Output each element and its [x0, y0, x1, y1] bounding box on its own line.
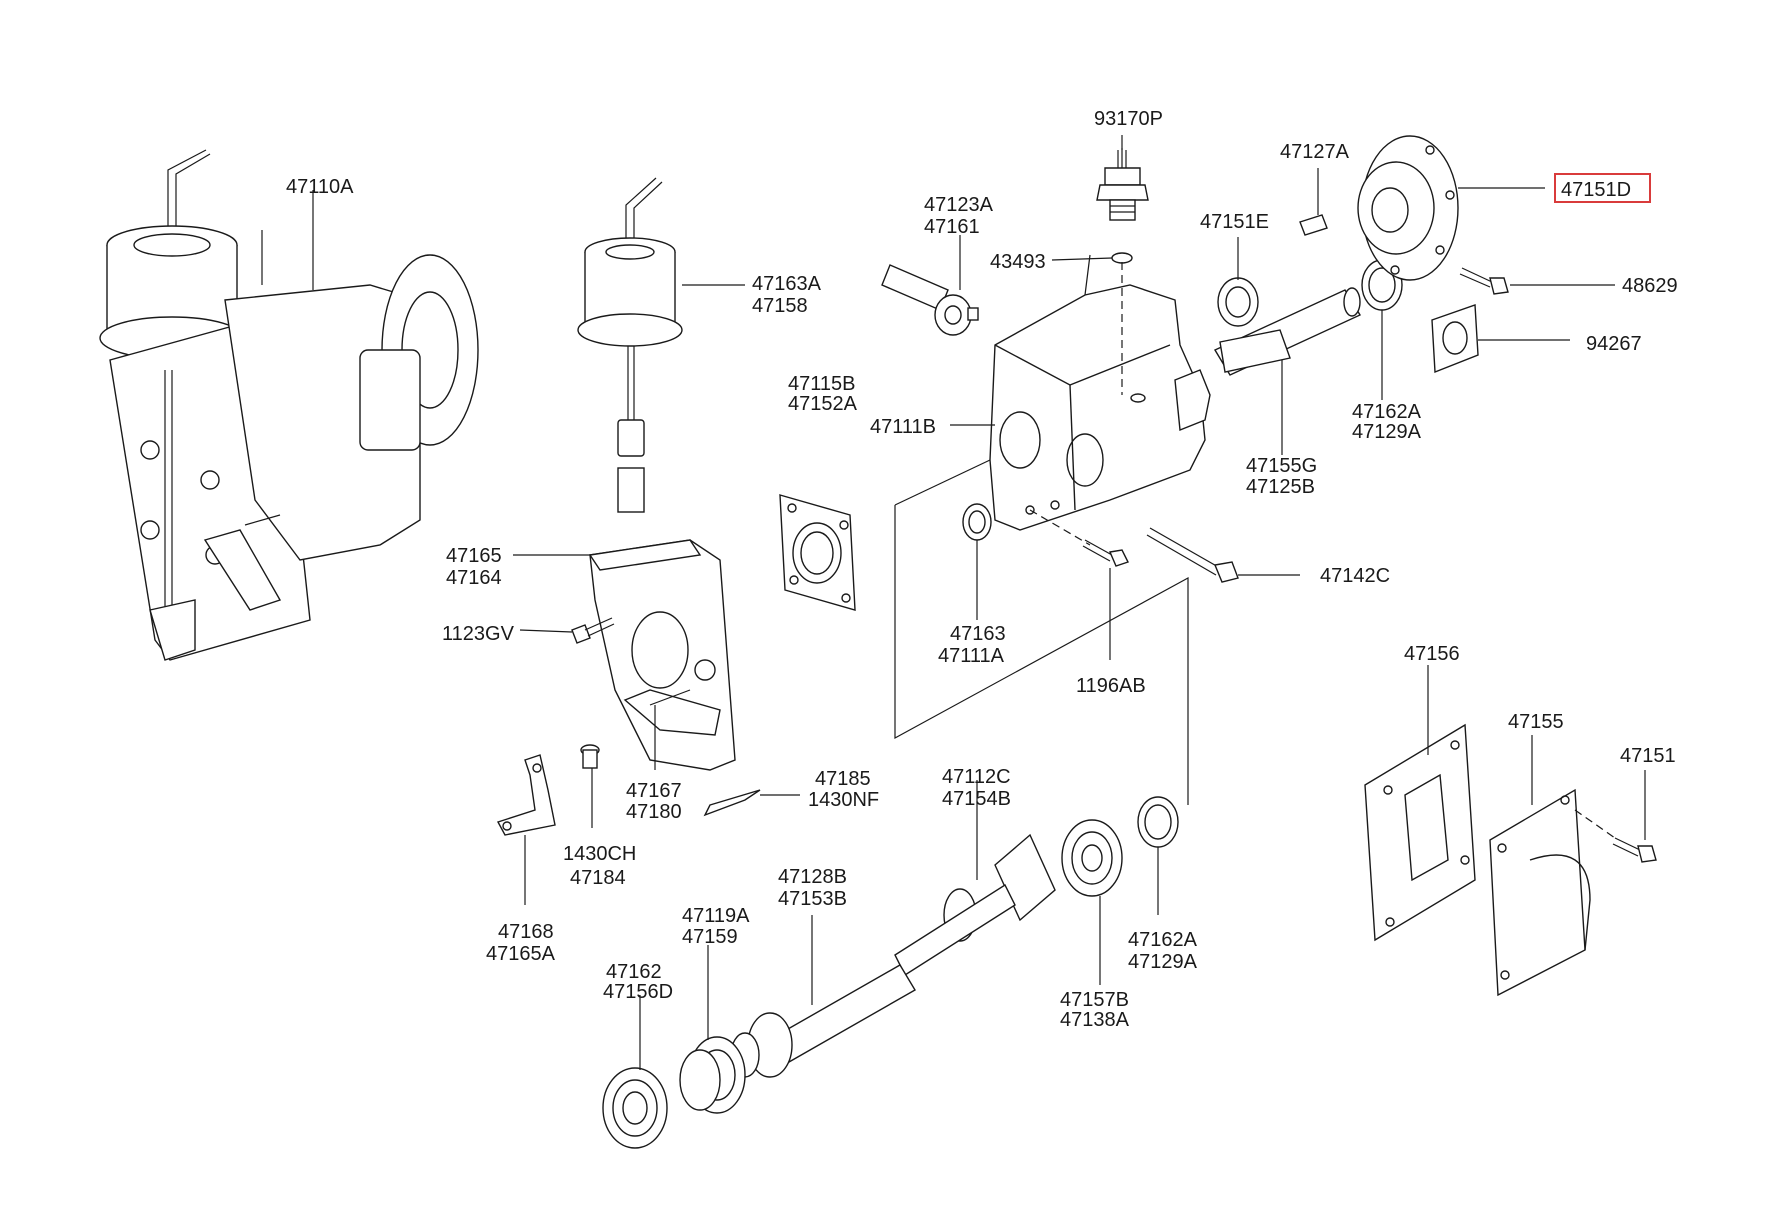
label-47161[interactable]: 47161 [924, 216, 980, 238]
label-47163A[interactable]: 47163A [752, 273, 822, 295]
label-48629[interactable]: 48629 [1622, 275, 1678, 297]
link-47168[interactable] [496, 754, 556, 836]
gasket-47156[interactable] [1364, 723, 1476, 942]
pin-1430CH[interactable] [580, 744, 600, 769]
label-47155G[interactable]: 47155G [1246, 455, 1317, 477]
label-47127A[interactable]: 47127A [1280, 141, 1350, 163]
gear-shaft-47112C[interactable] [894, 833, 1056, 977]
seal-47162A-bottom[interactable] [1137, 796, 1179, 848]
label-93170P[interactable]: 93170P [1094, 108, 1163, 130]
leader-lines [312, 135, 1646, 1070]
label-47167[interactable]: 47167 [626, 780, 682, 802]
label-1196AB[interactable]: 1196AB [1076, 675, 1146, 697]
label-43493[interactable]: 43493 [990, 251, 1046, 273]
label-47184[interactable]: 47184 [570, 867, 626, 889]
bracket-47165[interactable] [588, 539, 736, 771]
label-47119A[interactable]: 47119A [682, 905, 750, 927]
bearing-47157B[interactable] [1061, 819, 1123, 897]
alignment-lines [894, 262, 1616, 839]
highlight-box-47151D [1554, 173, 1651, 203]
actuator-assembly-47110A[interactable] [99, 149, 479, 661]
label-47153B[interactable]: 47153B [778, 888, 847, 910]
washer-43493[interactable] [1111, 252, 1133, 264]
input-shaft-47128B[interactable] [730, 964, 916, 1078]
label-47111B[interactable]: 47111B [870, 416, 936, 438]
part-labels: 47110A 47163A 47158 47123A 47161 93170P … [286, 108, 1678, 1031]
label-47142C[interactable]: 47142C [1320, 565, 1390, 587]
label-47151D[interactable]: 47151D [1561, 179, 1631, 201]
vacuum-actuator-47163A[interactable] [577, 177, 745, 513]
label-1430CH[interactable]: 1430CH [563, 843, 636, 865]
label-47163[interactable]: 47163 [950, 623, 1006, 645]
synchro-ring-47119A[interactable] [679, 1036, 746, 1114]
label-47164[interactable]: 47164 [446, 567, 502, 589]
label-47156[interactable]: 47156 [1404, 643, 1460, 665]
bolt-1123GV[interactable] [571, 617, 615, 644]
label-47165[interactable]: 47165 [446, 545, 502, 567]
cover-47155[interactable] [1489, 788, 1591, 997]
switch-93170P[interactable] [1096, 148, 1149, 221]
bolt-47151[interactable] [1612, 837, 1657, 863]
label-47180[interactable]: 47180 [626, 801, 682, 823]
bolt-48629[interactable] [1459, 267, 1509, 295]
label-47168[interactable]: 47168 [498, 921, 554, 943]
label-47151E[interactable]: 47151E [1200, 211, 1269, 233]
gasket-47115B[interactable] [779, 494, 856, 611]
bolt-1196AB[interactable] [1082, 539, 1129, 567]
label-47128B[interactable]: 47128B [778, 866, 847, 888]
label-47125B[interactable]: 47125B [1246, 476, 1315, 498]
label-47115B[interactable]: 47115B [788, 373, 855, 395]
housing-47111B[interactable] [989, 254, 1211, 531]
label-47165A[interactable]: 47165A [486, 943, 556, 965]
label-47162A-bottom[interactable]: 47162A [1128, 929, 1198, 951]
label-47110A[interactable]: 47110A [286, 176, 354, 198]
label-1430NF[interactable]: 1430NF [808, 789, 879, 811]
label-47157B[interactable]: 47157B [1060, 989, 1129, 1011]
label-47185[interactable]: 47185 [815, 768, 871, 790]
clip-1430NF[interactable] [703, 789, 761, 817]
label-47138A[interactable]: 47138A [1060, 1009, 1130, 1031]
label-47158[interactable]: 47158 [752, 295, 808, 317]
label-47162A-top[interactable]: 47162A [1352, 401, 1422, 423]
bearing-47162[interactable] [602, 1067, 668, 1149]
seal-47163[interactable] [962, 503, 992, 541]
label-47129A-bottom[interactable]: 47129A [1128, 951, 1198, 973]
lever-47123A[interactable] [881, 264, 979, 336]
seal-47151E[interactable] [1217, 277, 1259, 327]
label-47151[interactable]: 47151 [1620, 745, 1676, 767]
key-47127A[interactable] [1299, 214, 1328, 236]
label-47129A-top[interactable]: 47129A [1352, 421, 1422, 443]
bolt-47142C[interactable] [1146, 527, 1239, 583]
label-47156D[interactable]: 47156D [603, 981, 673, 1003]
label-47123A[interactable]: 47123A [924, 194, 994, 216]
label-94267[interactable]: 94267 [1586, 333, 1642, 355]
label-47112C[interactable]: 47112C [942, 766, 1011, 788]
label-47152A[interactable]: 47152A [788, 393, 858, 415]
label-47111A[interactable]: 47111A [938, 645, 1005, 667]
label-1123GV[interactable]: 1123GV [442, 623, 515, 645]
label-47154B[interactable]: 47154B [942, 788, 1011, 810]
label-47159[interactable]: 47159 [682, 926, 738, 948]
label-47162[interactable]: 47162 [606, 961, 662, 983]
shaft-47155G[interactable] [1213, 287, 1362, 376]
label-47155[interactable]: 47155 [1508, 711, 1564, 733]
flange-47151D[interactable] [1357, 135, 1459, 281]
gasket-94267[interactable] [1431, 304, 1479, 374]
